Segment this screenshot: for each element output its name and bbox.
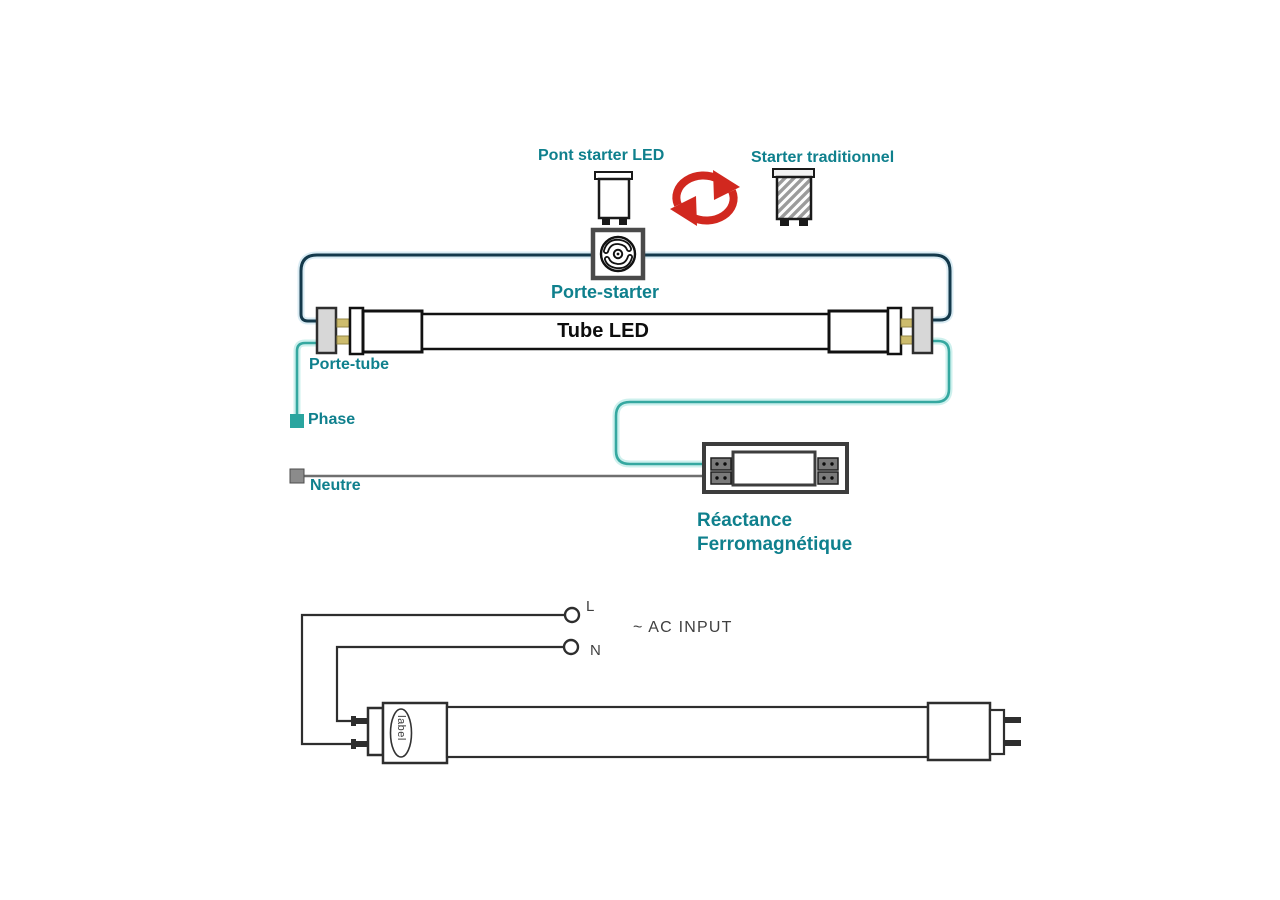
n-terminal-label: N (590, 642, 601, 659)
traditional-starter-icon (772, 168, 815, 226)
phase-terminal-square (290, 414, 304, 428)
reactance-label-line1: Réactance (697, 510, 793, 531)
n-terminal-circle (562, 638, 580, 656)
reactance-label: Réactance Ferromagnétique (697, 509, 852, 557)
tube-label-oval (389, 708, 413, 758)
l-terminal-circle (563, 606, 581, 624)
reactance-label-line2: Ferromagnétique (697, 534, 853, 555)
neutral-wire (289, 468, 704, 484)
swap-arrows-icon (670, 170, 740, 226)
phase-wire (290, 339, 318, 428)
tube-pin (336, 335, 350, 345)
neutre-label: Neutre (310, 477, 361, 494)
porte-tube-label: Porte-tube (309, 356, 389, 373)
n-wire (335, 645, 564, 723)
tube-pin (900, 318, 914, 328)
porte-starter-label: Porte-starter (551, 282, 660, 302)
ballast-terminals (710, 457, 839, 485)
l-wire (300, 613, 565, 746)
porte-starter-icon (590, 227, 646, 281)
porte-tube-right (911, 306, 934, 355)
phase-label: Phase (308, 411, 356, 428)
pont-starter-led-label: Pont starter LED (538, 147, 665, 164)
bottom-tube-graphic (351, 701, 1021, 765)
bottom-wiring (300, 606, 581, 746)
ac-input-label: ~ AC INPUT (633, 619, 733, 636)
tube-led-graphic (315, 306, 934, 356)
tube-led-label: Tube LED (557, 320, 649, 342)
tube-pin (900, 335, 914, 345)
neutral-terminal-square (289, 468, 305, 484)
l-terminal-label: L (586, 598, 595, 615)
ballast-wire (612, 337, 953, 468)
ballast-graphic (702, 442, 849, 494)
starter-traditionnel-label: Starter traditionnel (751, 149, 895, 166)
tube-sticker-label: label (395, 715, 407, 741)
tube-pin (336, 318, 350, 328)
led-starter-icon (594, 171, 633, 225)
porte-tube-left (315, 306, 338, 355)
